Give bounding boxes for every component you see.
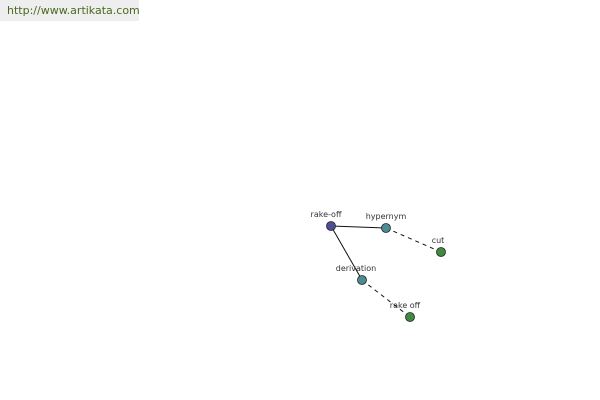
graph-nodes: rake-off hypernym cut derivation rake off bbox=[311, 210, 446, 322]
node-dot-rake-off[interactable] bbox=[326, 221, 336, 231]
node-dot-derivation[interactable] bbox=[357, 275, 367, 285]
node-label-hypernym[interactable]: hypernym bbox=[366, 212, 407, 221]
node-cut[interactable]: cut bbox=[432, 236, 446, 257]
graph-edges bbox=[330, 225, 442, 318]
node-dot-cut[interactable] bbox=[436, 247, 446, 257]
edge-derivation-to-rake-off-2 bbox=[361, 279, 411, 318]
edge-rake-off-to-hypernym bbox=[330, 225, 387, 229]
node-derivation[interactable]: derivation bbox=[336, 264, 376, 285]
node-rake-off-2[interactable]: rake off bbox=[390, 301, 421, 322]
node-rake-off[interactable]: rake-off bbox=[311, 210, 342, 231]
node-dot-hypernym[interactable] bbox=[381, 223, 391, 233]
source-url-banner[interactable]: http://www.artikata.com bbox=[0, 0, 140, 21]
node-dot-rake-off-2[interactable] bbox=[405, 312, 415, 322]
node-label-derivation[interactable]: derivation bbox=[336, 264, 376, 273]
edge-rake-off-to-derivation bbox=[330, 225, 363, 281]
node-hypernym[interactable]: hypernym bbox=[366, 212, 407, 233]
node-label-rake-off-2[interactable]: rake off bbox=[390, 301, 421, 310]
node-label-cut[interactable]: cut bbox=[432, 236, 445, 245]
edge-hypernym-to-cut bbox=[385, 227, 442, 253]
node-label-rake-off[interactable]: rake-off bbox=[311, 210, 342, 219]
